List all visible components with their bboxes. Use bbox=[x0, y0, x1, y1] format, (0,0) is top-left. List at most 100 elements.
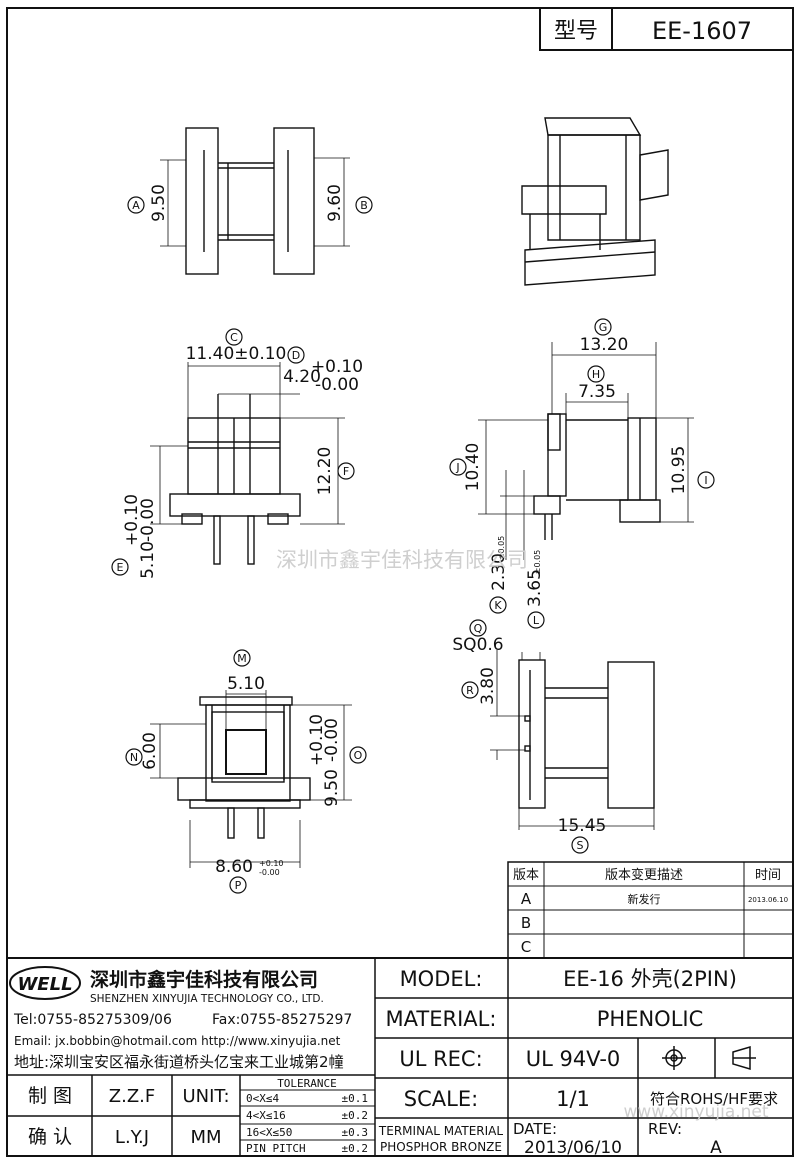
dim-p-tol-minus: -0.00 bbox=[259, 868, 280, 877]
company-address: 地址:深圳宝安区福永街道桥头亿宝来工业城第2幢 bbox=[14, 1053, 344, 1071]
dim-k-tol: ±0.05 bbox=[497, 536, 506, 561]
tolerance-row-1-range: 0<X≤4 bbox=[246, 1092, 279, 1105]
dim-o-base: 9.50 bbox=[322, 769, 342, 807]
company-tel: Tel:0755-85275309/06 bbox=[13, 1012, 172, 1028]
tolerance-row-4-tol: ±0.2 bbox=[342, 1142, 369, 1155]
company-logo: WELL bbox=[9, 966, 81, 1000]
circle-label-h: H bbox=[587, 365, 605, 383]
dim-l-tol: ±0.05 bbox=[533, 550, 542, 575]
scale-label: SCALE: bbox=[404, 1087, 478, 1111]
dim-o-tol-minus: -0.00 bbox=[322, 718, 342, 762]
dim-q-value: SQ0.6 bbox=[452, 635, 503, 655]
svg-text:A: A bbox=[132, 199, 140, 212]
dim-a-value: 9.50 bbox=[149, 184, 169, 222]
model-header: 型号 EE-1607 bbox=[539, 7, 794, 51]
model-header-code: EE-1607 bbox=[652, 17, 752, 45]
projection-symbol-icon bbox=[732, 1045, 756, 1071]
tolerance-row-4-range: PIN PITCH bbox=[246, 1142, 306, 1155]
circle-label-r: R bbox=[461, 681, 479, 699]
dim-p-tol-plus: +0.10 bbox=[259, 859, 284, 868]
view-side-top bbox=[160, 127, 350, 275]
svg-text:B: B bbox=[360, 199, 368, 212]
svg-text:J: J bbox=[455, 461, 459, 474]
view-bottom bbox=[150, 690, 352, 868]
rev-header-date: 时间 bbox=[755, 868, 781, 883]
rev-row-1-desc: 新发行 bbox=[628, 892, 661, 906]
tolerance-row-2-range: 4<X≤16 bbox=[246, 1109, 286, 1122]
dim-m-value: 5.10 bbox=[227, 674, 265, 694]
dim-i-value: 10.95 bbox=[669, 446, 689, 495]
view-side-bottom bbox=[490, 650, 655, 830]
rohs-note: 符合ROHS/HF要求 bbox=[650, 1090, 778, 1108]
dim-g-value: 13.20 bbox=[580, 335, 629, 355]
company-email: Email: jx.bobbin@hotmail.com http://www.… bbox=[14, 1034, 341, 1048]
view-isometric bbox=[521, 117, 669, 286]
unit-label: UNIT: bbox=[182, 1086, 229, 1107]
tolerance-row-3-tol: ±0.3 bbox=[342, 1126, 369, 1139]
circle-label-e: E bbox=[111, 558, 129, 576]
circle-label-o: O bbox=[349, 746, 367, 764]
dim-d-tol-plus: +0.10 bbox=[311, 357, 363, 377]
circle-label-j: J bbox=[449, 458, 467, 476]
circle-label-g: G bbox=[594, 318, 612, 336]
position-tolerance-icon bbox=[662, 1046, 686, 1070]
circle-label-p: P bbox=[229, 876, 247, 894]
dim-n-value: 6.00 bbox=[140, 732, 160, 770]
view-right bbox=[478, 342, 694, 560]
dim-s-value: 15.45 bbox=[558, 816, 607, 836]
circle-label-k: K bbox=[489, 596, 507, 614]
dim-d-base: 4.20 bbox=[283, 367, 321, 387]
rev-row-1-date: 2013.06.10 bbox=[748, 896, 788, 904]
svg-text:D: D bbox=[292, 349, 300, 362]
svg-text:G: G bbox=[599, 321, 608, 334]
circle-label-q: Q bbox=[469, 619, 487, 637]
rev-row-3-version: C bbox=[521, 938, 531, 956]
tolerance-row-3-range: 16<X≤50 bbox=[246, 1126, 292, 1139]
svg-text:E: E bbox=[117, 561, 124, 574]
rev-row-1-version: A bbox=[521, 890, 532, 908]
rev-value: A bbox=[710, 1138, 722, 1158]
dim-f-value: 12.20 bbox=[315, 447, 335, 496]
svg-text:S: S bbox=[577, 839, 584, 852]
check-label: 确 认 bbox=[28, 1126, 72, 1148]
circle-label-c: C bbox=[225, 328, 243, 346]
watermark-url: www.xinyujia.net bbox=[623, 1102, 768, 1122]
circle-label-m: M bbox=[233, 649, 251, 667]
check-value: L.Y.J bbox=[115, 1127, 149, 1148]
circle-label-l: L bbox=[527, 611, 545, 629]
terminal-material-line1: TERMINAL MATERIAL bbox=[378, 1124, 503, 1138]
tolerance-row-2-tol: ±0.2 bbox=[342, 1109, 369, 1122]
svg-text:R: R bbox=[466, 684, 474, 697]
company-name-en: SHENZHEN XINYUJIA TECHNOLOGY CO., LTD. bbox=[90, 993, 324, 1005]
svg-text:O: O bbox=[354, 749, 363, 762]
rev-header-desc: 版本变更描述 bbox=[605, 867, 683, 883]
svg-text:P: P bbox=[235, 879, 242, 892]
terminal-material-line2: PHOSPHOR BRONZE bbox=[380, 1140, 502, 1154]
svg-text:I: I bbox=[704, 474, 707, 487]
model-label: MODEL: bbox=[400, 967, 483, 991]
model-value: EE-16 外壳(2PIN) bbox=[563, 967, 737, 991]
ulrec-label: UL REC: bbox=[399, 1047, 482, 1071]
title-block: WELL 深圳市鑫宇佳科技有限公司 SHENZHEN XINYUJIA TECH… bbox=[6, 957, 794, 1158]
dim-o-tol-plus: +0.10 bbox=[307, 714, 327, 766]
company-name-cn: 深圳市鑫宇佳科技有限公司 bbox=[90, 968, 318, 991]
dim-b-value: 9.60 bbox=[325, 184, 345, 222]
revision-table: 版本 版本变更描述 时间 A 新发行 2013.06.10 B C bbox=[507, 861, 794, 959]
watermark-company: 深圳市鑫宇佳科技有限公司 bbox=[276, 548, 528, 572]
dim-p-base: 8.60 bbox=[215, 857, 253, 877]
dim-e-tol-plus: +0.10 bbox=[122, 494, 142, 546]
circle-label-n: N bbox=[125, 748, 143, 766]
ulrec-value: UL 94V-0 bbox=[526, 1047, 621, 1071]
circle-label-f: F bbox=[337, 462, 355, 480]
dim-d-tol-minus: -0.00 bbox=[315, 375, 359, 395]
svg-text:K: K bbox=[494, 599, 502, 612]
date-label: DATE: bbox=[513, 1120, 557, 1138]
dim-r-value: 3.80 bbox=[478, 667, 498, 705]
material-label: MATERIAL: bbox=[386, 1007, 497, 1031]
circle-label-i: I bbox=[697, 471, 715, 489]
svg-text:M: M bbox=[237, 652, 247, 665]
svg-text:WELL: WELL bbox=[17, 974, 72, 995]
tolerance-title: TOLERANCE bbox=[277, 1077, 337, 1090]
svg-text:H: H bbox=[592, 368, 600, 381]
